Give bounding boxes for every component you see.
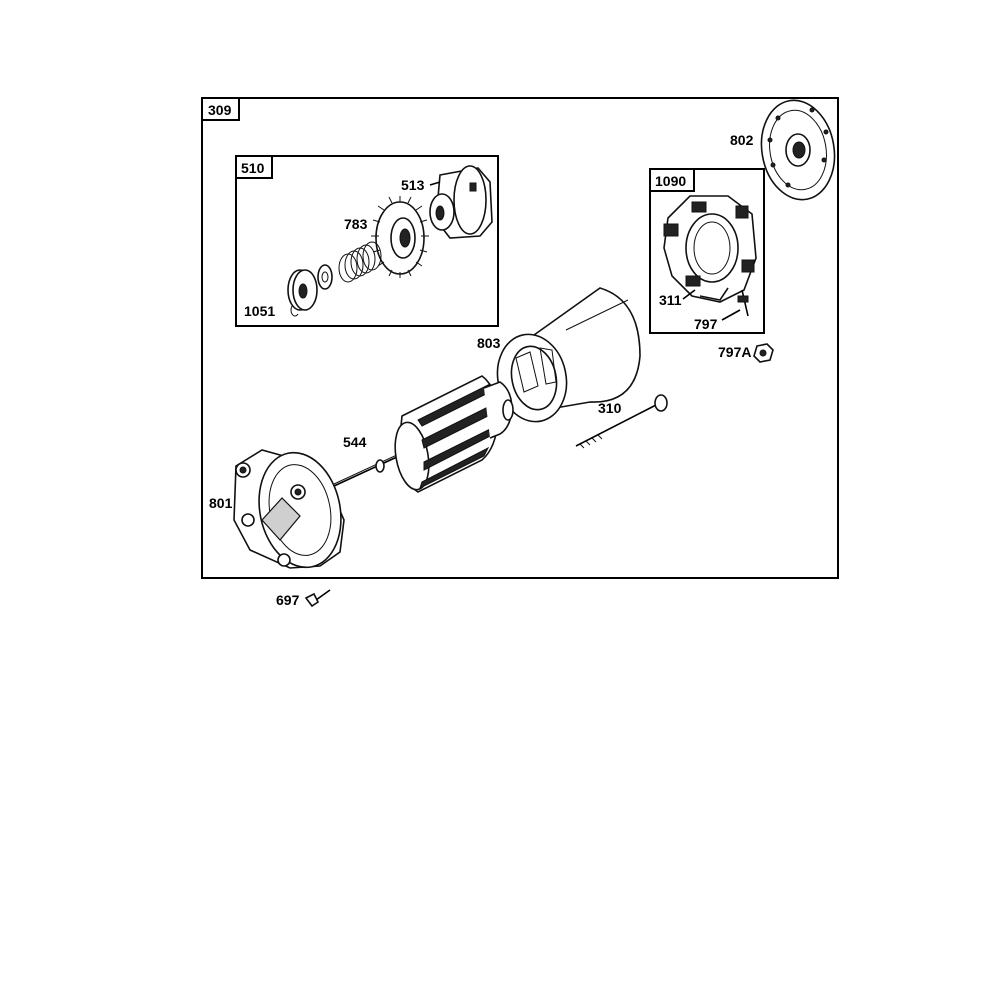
part-collar — [287, 269, 318, 311]
callout-801: 801 — [209, 495, 233, 511]
part-311-brush-holder — [663, 195, 757, 303]
leader-513 — [429, 181, 441, 186]
part-697-mounting-bolt — [304, 589, 331, 608]
part-802-end-cap — [760, 99, 836, 201]
assembly-label: 309 — [208, 102, 232, 118]
callout-797: 797 — [694, 316, 718, 332]
leader-797 — [721, 309, 741, 321]
callout-311: 311 — [659, 292, 682, 308]
callout-513: 513 — [401, 177, 425, 193]
part-803-field-housing — [496, 287, 641, 423]
callout-783: 783 — [344, 216, 368, 232]
leader-311 — [682, 289, 696, 300]
kit-510-frame — [235, 155, 499, 327]
part-310-through-bolt — [575, 394, 668, 449]
callout-1051: 1051 — [244, 303, 275, 319]
kit-1090-label: 1090 — [655, 173, 686, 189]
part-783-pinion-gear — [371, 196, 429, 278]
assembly-label-box: 309 — [201, 97, 240, 121]
part-spring — [338, 241, 382, 283]
part-801-drive-end-housing — [233, 449, 345, 569]
part-513-drive-housing — [429, 165, 493, 239]
callout-697: 697 — [276, 592, 300, 608]
kit-510-label-box: 510 — [235, 155, 273, 179]
callout-310: 310 — [598, 400, 622, 416]
callout-544: 544 — [343, 434, 367, 450]
callout-797a: 797A — [718, 344, 751, 360]
part-1051-retaining-ring — [290, 305, 299, 317]
callout-802: 802 — [730, 132, 754, 148]
kit-1090-frame — [649, 168, 765, 334]
part-797-terminal-stud — [737, 289, 749, 317]
assembly-frame — [201, 97, 839, 579]
callout-803: 803 — [477, 335, 501, 351]
kit-1090-label-box: 1090 — [649, 168, 695, 192]
part-544-armature — [333, 375, 514, 493]
kit-510-label: 510 — [241, 160, 265, 176]
part-797a-nut — [753, 343, 774, 363]
part-washer — [317, 264, 333, 290]
